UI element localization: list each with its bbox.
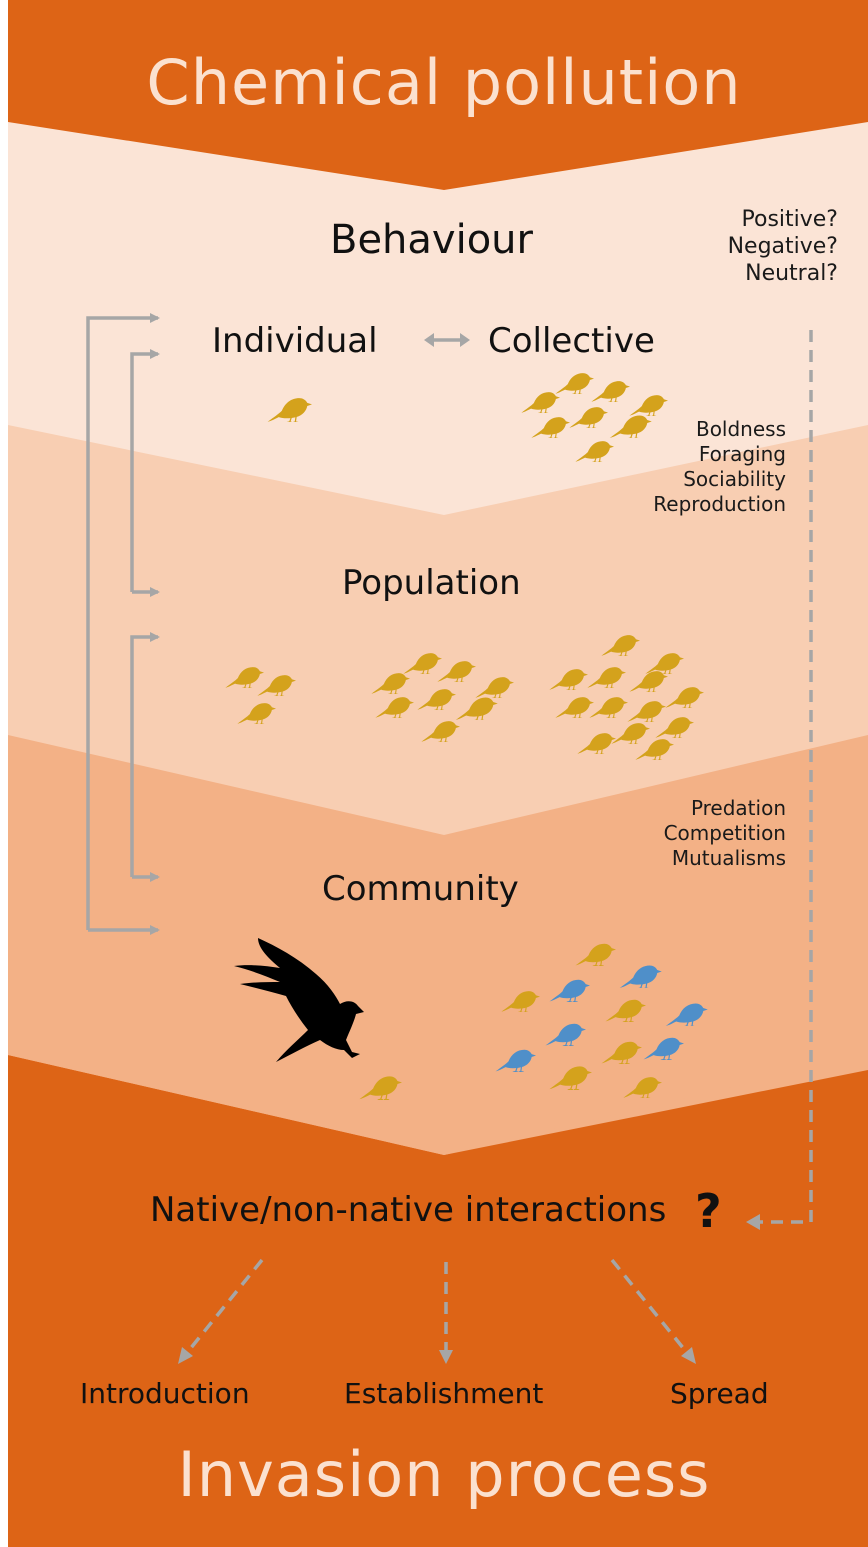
behaviour-traits-list: Boldness Foraging Sociability Reproducti… (653, 419, 786, 519)
trait-foraging: Foraging (698, 442, 786, 466)
effects-dashed-connector (746, 330, 813, 1230)
level-individual: Individual (212, 321, 378, 361)
bottom-title: Invasion process (177, 1438, 711, 1511)
top-title: Chemical pollution (146, 46, 742, 119)
interaction-competition: Competition (663, 821, 786, 845)
community-interactions-list: Predation Competition Mutualisms (664, 798, 786, 873)
trait-sociability: Sociability (683, 467, 786, 491)
interaction-predation: Predation (690, 796, 786, 820)
effect-negative: Negative? (727, 234, 838, 259)
individual-collective-arrow (424, 333, 470, 347)
stage-spread: Spread (670, 1377, 769, 1410)
level-behaviour: Behaviour (330, 217, 533, 263)
level-connectors (86, 313, 160, 935)
level-community: Community (322, 869, 519, 909)
effect-neutral: Neutral? (745, 261, 838, 286)
effects-list: Positive? Negative? Neutral? (728, 209, 838, 290)
invasion-arrows (178, 1258, 696, 1364)
level-population: Population (342, 563, 521, 603)
native-interactions-question-mark: ? (695, 1184, 722, 1238)
interaction-mutualisms: Mutualisms (671, 846, 786, 870)
trait-boldness: Boldness (695, 417, 786, 441)
stage-establishment: Establishment (344, 1377, 544, 1410)
raptor-silhouette (234, 938, 364, 1062)
band-behaviour (8, 122, 868, 515)
level-collective: Collective (488, 321, 655, 361)
stage-introduction: Introduction (80, 1377, 250, 1410)
native-interactions-label: Native/non-native interactions (150, 1190, 667, 1230)
trait-reproduction: Reproduction (653, 492, 786, 516)
effect-positive: Positive? (741, 207, 839, 232)
